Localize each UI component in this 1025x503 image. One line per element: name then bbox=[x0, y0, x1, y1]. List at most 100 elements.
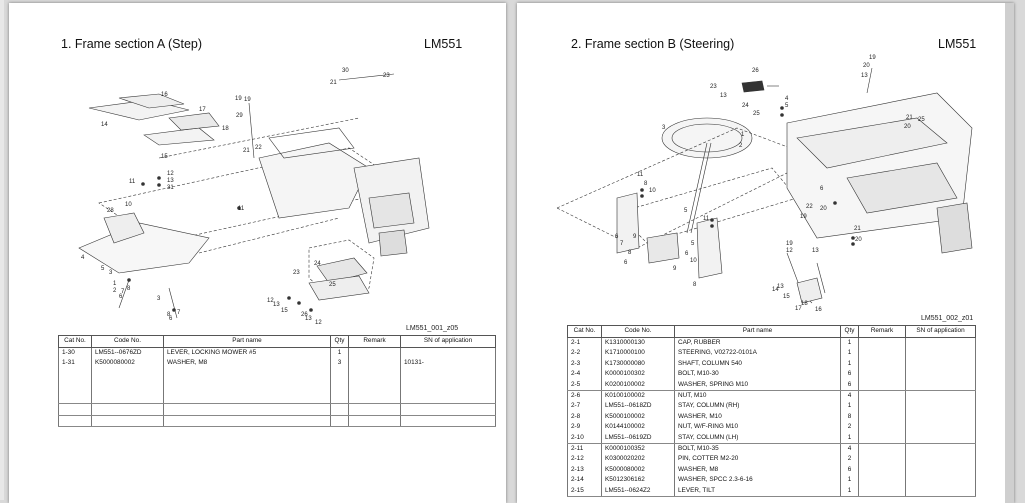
qty-cell: 8 bbox=[840, 411, 859, 423]
sn-cell bbox=[905, 475, 976, 486]
code-no-cell: K0200100002 bbox=[601, 379, 675, 392]
remark-cell bbox=[858, 401, 906, 412]
qty-cell: 2 bbox=[840, 454, 859, 465]
callout-number: 24 bbox=[314, 261, 321, 267]
callout-number: 19 bbox=[235, 96, 242, 102]
callout-number: 13 bbox=[777, 284, 784, 290]
remark-cell bbox=[858, 475, 906, 486]
parts-table: Cat No. Code No. Part name Qty Remark SN… bbox=[58, 335, 496, 428]
header-qty: Qty bbox=[330, 335, 349, 348]
callout-number: 23 bbox=[710, 84, 717, 90]
callout-number: 19 bbox=[869, 55, 876, 61]
remark-cell bbox=[858, 443, 906, 455]
qty-cell: 1 bbox=[840, 432, 859, 445]
callout-number: 22 bbox=[806, 204, 813, 210]
part-name-cell: PIN, COTTER M2-20 bbox=[674, 454, 841, 465]
qty-cell: 6 bbox=[840, 464, 859, 476]
cat-no-cell: 2-6 bbox=[567, 390, 602, 402]
cat-no-cell: 2-4 bbox=[567, 369, 602, 380]
part-name-cell: WASHER, M8 bbox=[163, 358, 331, 405]
callout-number: 22 bbox=[255, 145, 262, 151]
viewer-left-edge bbox=[0, 0, 4, 500]
part-name-cell: SHAFT, COLUMN 540 bbox=[674, 358, 841, 370]
qty-cell: 1 bbox=[840, 337, 859, 349]
callout-number: 30 bbox=[342, 68, 349, 74]
callout-number: 13 bbox=[273, 302, 280, 308]
code-no-cell: K0300020202 bbox=[601, 454, 675, 465]
header-remark: Remark bbox=[348, 335, 401, 348]
catalog-page-b: 2. Frame section B (Steering) LM551 bbox=[517, 3, 1014, 503]
callout-number: 7 bbox=[121, 289, 125, 295]
catalog-page-a: 1. Frame section A (Step) LM551 bbox=[9, 3, 506, 503]
sn-cell: 10131- bbox=[400, 358, 496, 405]
callout-number: 9 bbox=[633, 234, 637, 240]
callout-number: 21 bbox=[906, 115, 913, 121]
code-no-cell: K1310000130 bbox=[601, 337, 675, 349]
cat-no-cell: 2-15 bbox=[567, 485, 602, 498]
callout-number: 2 bbox=[739, 143, 743, 149]
code-no-cell: LM551--0619ZD bbox=[601, 432, 675, 445]
part-name-cell: WASHER, SPCC 2.3-6-16 bbox=[674, 475, 841, 486]
callout-number: 20 bbox=[863, 63, 870, 69]
cat-no-cell: 2-13 bbox=[567, 464, 602, 476]
cat-no-cell: 2-1 bbox=[567, 337, 602, 349]
code-no-cell: K1730000080 bbox=[601, 358, 675, 370]
callout-number: 28 bbox=[107, 208, 114, 214]
sn-cell bbox=[905, 369, 976, 380]
figure-code: LM551_001_z05 bbox=[406, 325, 459, 332]
header-qty: Qty bbox=[840, 325, 859, 338]
part-name-cell: WASHER, M8 bbox=[674, 464, 841, 476]
callout-number: 15 bbox=[281, 308, 288, 314]
part-name-cell: NUT, W/F-RING M10 bbox=[674, 422, 841, 433]
callout-number: 6 bbox=[685, 251, 689, 257]
callout-number: 3 bbox=[109, 270, 113, 276]
header-sn: SN of application bbox=[400, 335, 496, 348]
callout-number: 14 bbox=[101, 122, 108, 128]
code-no-cell: K0000100302 bbox=[601, 369, 675, 380]
header-remark: Remark bbox=[858, 325, 906, 338]
callout-number: 29 bbox=[236, 113, 243, 119]
remark-cell bbox=[858, 348, 906, 359]
part-name-cell: BOLT, M10-30 bbox=[674, 369, 841, 380]
sn-cell bbox=[905, 401, 976, 412]
table-row: 1-31 K5000080002 WASHER, M8 3 10131- bbox=[58, 358, 496, 405]
callout-number: 18 bbox=[222, 126, 229, 132]
callout-number: 1 bbox=[741, 132, 745, 138]
code-no-cell: K5000100002 bbox=[601, 411, 675, 423]
callout-number: 11 bbox=[129, 179, 136, 185]
qty-cell: 1 bbox=[840, 348, 859, 359]
part-name-cell: STEERING, V02722-0101A bbox=[674, 348, 841, 359]
callout-number: 1 bbox=[113, 281, 117, 287]
sn-cell bbox=[905, 485, 976, 498]
callout-number: 5 bbox=[691, 241, 695, 247]
callout-number: 21 bbox=[854, 226, 861, 232]
remark-cell bbox=[858, 422, 906, 433]
callout-number: 24 bbox=[742, 103, 749, 109]
callout-number: 20 bbox=[820, 206, 827, 212]
callout-number: 19 bbox=[786, 241, 793, 247]
callout-number: 5 bbox=[101, 266, 105, 272]
cat-no-cell: 2-12 bbox=[567, 454, 602, 465]
qty-cell: 1 bbox=[840, 358, 859, 370]
remark-cell bbox=[858, 454, 906, 465]
cat-no-cell: 1-30 bbox=[58, 347, 92, 359]
callout-number: 11 bbox=[637, 172, 644, 178]
sn-cell bbox=[905, 390, 976, 402]
qty-cell: 1 bbox=[330, 347, 349, 359]
callout-number: 8 bbox=[693, 282, 697, 288]
callout-number: 21 bbox=[243, 148, 250, 154]
callout-number: 5 bbox=[684, 208, 688, 214]
cat-no-cell: 2-3 bbox=[567, 358, 602, 370]
callout-number: 8 bbox=[127, 286, 131, 292]
callout-number: 26 bbox=[752, 68, 759, 74]
callout-number: 6 bbox=[820, 186, 824, 192]
remark-cell bbox=[858, 369, 906, 380]
table-row-empty bbox=[58, 415, 496, 428]
qty-cell: 6 bbox=[840, 369, 859, 380]
viewer-scrollbar-edge[interactable] bbox=[1005, 3, 1014, 503]
qty-cell: 3 bbox=[330, 358, 349, 405]
callout-number: 6 bbox=[615, 234, 619, 240]
